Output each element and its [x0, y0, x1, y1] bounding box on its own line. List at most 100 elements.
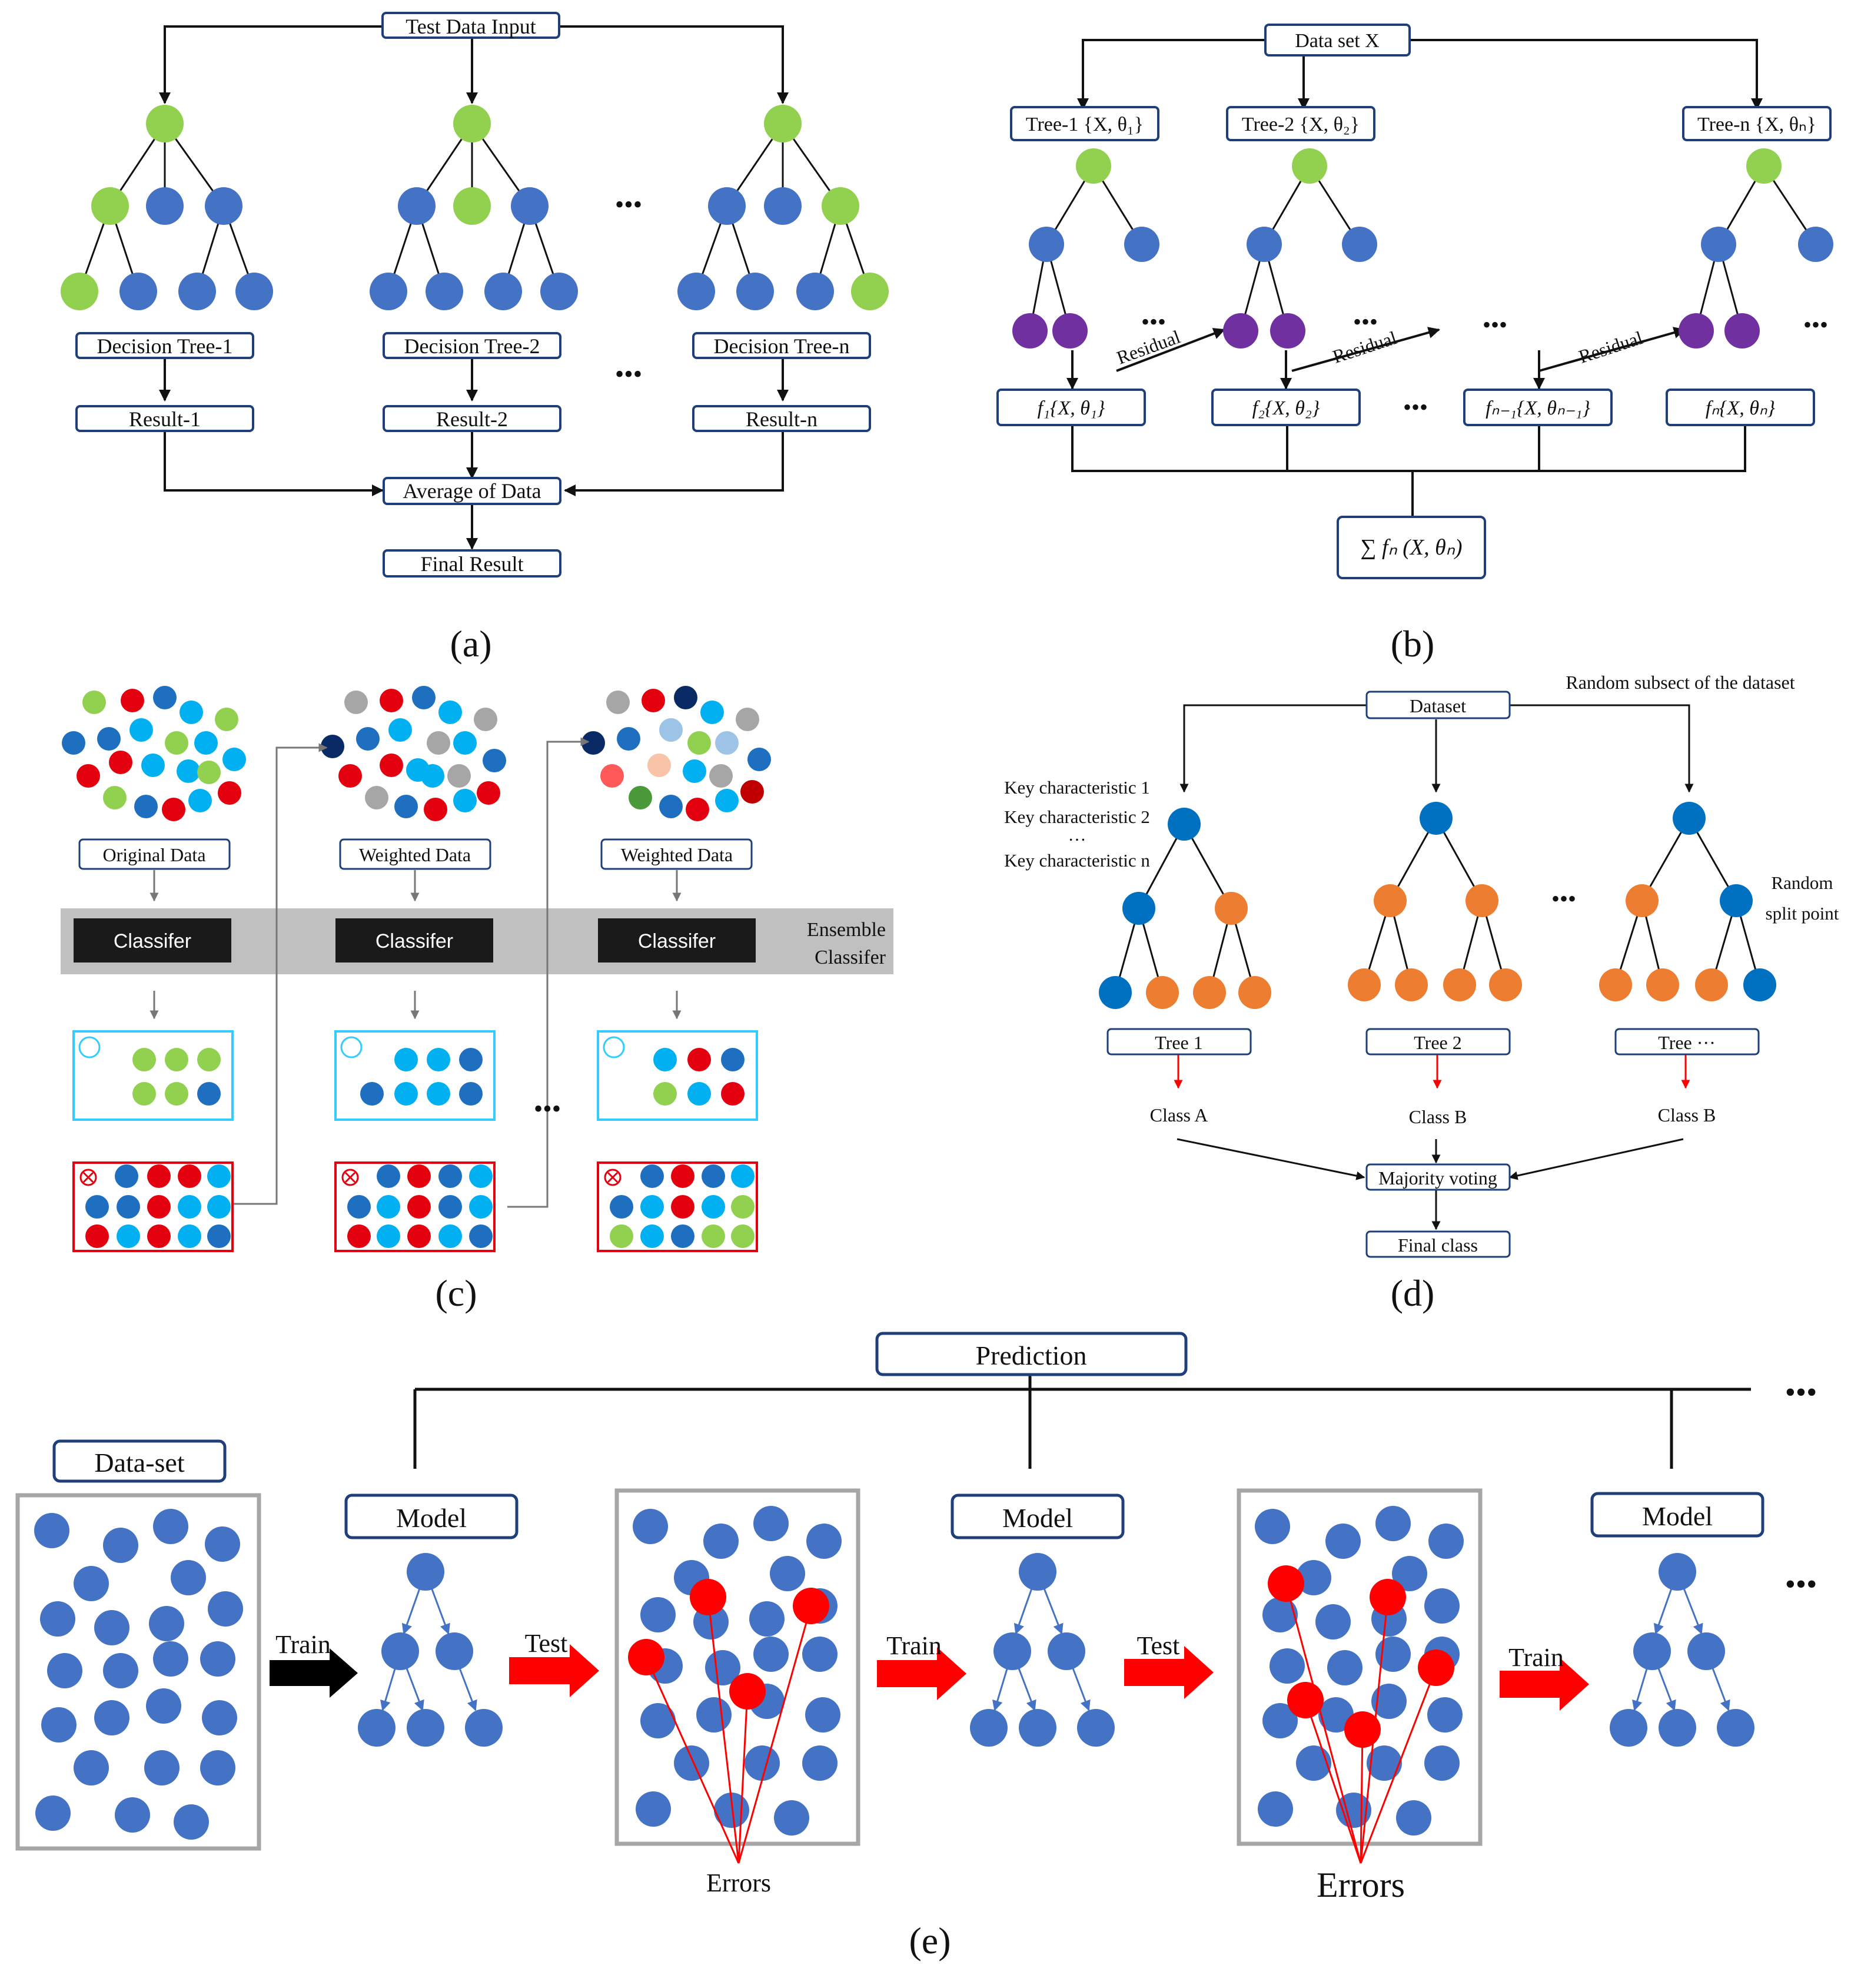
- x-mark-icon: [341, 1169, 359, 1186]
- test-points-2: [1255, 1506, 1464, 1836]
- final-class-label: Final class: [1398, 1234, 1478, 1256]
- model-label-2: Model: [1002, 1503, 1073, 1533]
- tree-n-label-d: Tree ···: [1658, 1032, 1715, 1053]
- majority-voting-label: Majority voting: [1378, 1167, 1497, 1189]
- wrong-set-3: [610, 1164, 755, 1248]
- test-label-2: Test: [1137, 1631, 1180, 1660]
- class-b-label-1: Class B: [1409, 1106, 1467, 1127]
- decision-tree-2-label: Decision Tree-2: [404, 334, 540, 358]
- circle-icon: [340, 1036, 363, 1058]
- tree-n-label: Tree-n {X, θₙ}: [1697, 114, 1816, 135]
- correct-set-3: [653, 1048, 745, 1106]
- panel-b: Data set X Tree-1 {X, θ₁} Tree-2 {X, θ₂}…: [996, 24, 1833, 665]
- result-n-label: Result-n: [746, 407, 818, 431]
- tree-1-label: Tree-1 {X, θ₁}: [1026, 114, 1144, 135]
- test-points-1: [633, 1506, 842, 1836]
- ensemble-label-line2: Classifer: [815, 947, 886, 968]
- sum-fn-label: ∑ fₙ (X, θₙ): [1360, 535, 1462, 560]
- data-set-x-label: Data set X: [1295, 30, 1380, 52]
- caption-c: (c): [435, 1272, 477, 1314]
- key-characteristic-ellipsis: …: [1068, 824, 1086, 845]
- circle-icon: [78, 1036, 101, 1058]
- errors-label-2: Errors: [1317, 1866, 1405, 1904]
- test-label-1: Test: [525, 1629, 568, 1658]
- caption-e: (e): [909, 1920, 951, 1962]
- tree-1-label-d: Tree 1: [1155, 1032, 1202, 1053]
- f2-label: f₂{X, θ₂}: [1252, 397, 1320, 419]
- rf-tree-1: [1099, 808, 1271, 1009]
- test-arrow-1: [509, 1644, 599, 1697]
- weighted-data-label-2: Weighted Data: [621, 844, 733, 865]
- decision-tree-n-label: Decision Tree-n: [714, 334, 850, 358]
- ellipsis-b5: •••: [1403, 394, 1428, 420]
- weighted-data-label-1: Weighted Data: [359, 844, 471, 865]
- caption-b: (b): [1391, 623, 1435, 665]
- wrong-set-2: [347, 1164, 493, 1248]
- x-mark-icon: [604, 1169, 622, 1186]
- decision-tree-1: [61, 105, 273, 310]
- train-arrow-2: [877, 1647, 966, 1700]
- classifier-label-2: Classifer: [375, 930, 453, 952]
- panel-a: Test Data Input Decision Tree-1 Decision…: [61, 12, 889, 665]
- original-data-label: Original Data: [102, 844, 205, 865]
- data-set-label: Data-set: [94, 1448, 184, 1478]
- f1-label: f₁{X, θ₁}: [1038, 397, 1105, 419]
- error-points-2: [1268, 1565, 1454, 1748]
- ellipsis-b4: •••: [1803, 311, 1828, 338]
- final-result-label: Final Result: [420, 552, 523, 576]
- ellipsis-d: •••: [1551, 885, 1576, 912]
- decision-tree-n: [677, 105, 889, 310]
- caption-a: (a): [450, 623, 491, 665]
- ellipsis-e-right: •••: [1785, 1568, 1817, 1601]
- key-characteristic-1: Key characteristic 1: [1004, 777, 1150, 798]
- fn-label: fₙ{X, θₙ}: [1706, 397, 1776, 419]
- ellipsis-c: •••: [534, 1094, 561, 1123]
- classifier-label-3: Classifer: [638, 930, 716, 952]
- error-points-1: [628, 1579, 829, 1710]
- class-b-label-2: Class B: [1658, 1104, 1716, 1126]
- tree-2-label: Tree-2 {X, θ₂}: [1242, 114, 1360, 135]
- classifier-label-1: Classifer: [114, 930, 191, 952]
- key-characteristic-n: Key characteristic n: [1004, 850, 1150, 871]
- key-characteristic-2: Key characteristic 2: [1004, 807, 1150, 827]
- dataset-points: [34, 1509, 243, 1840]
- panel-d: Dataset Random subsect of the dataset Ke…: [1004, 672, 1839, 1314]
- train-label-1: Train: [275, 1630, 331, 1659]
- gb-tree-1: [1012, 148, 1159, 349]
- rf-tree-2: [1348, 802, 1522, 1001]
- decision-tree-1-label: Decision Tree-1: [97, 334, 233, 358]
- wrong-set-1: [85, 1164, 231, 1248]
- gb-tree-n: [1679, 148, 1833, 349]
- residual-label-3: Residual: [1576, 327, 1646, 367]
- circle-icon: [603, 1036, 625, 1058]
- original-data-cluster: [62, 686, 246, 821]
- ellipsis-e-top: •••: [1785, 1376, 1817, 1409]
- prediction-label: Prediction: [975, 1340, 1086, 1370]
- fn-1-label: fₙ₋₁{X, θₙ₋₁}: [1486, 397, 1590, 419]
- result-1-label: Result-1: [129, 407, 201, 431]
- train-arrow-black: [270, 1648, 358, 1698]
- ellipsis-b3: •••: [1483, 311, 1507, 338]
- ellipsis-b2: •••: [1353, 308, 1378, 335]
- ellipsis-b1: •••: [1141, 308, 1166, 335]
- gb-tree-2: [1223, 148, 1377, 349]
- error-lines-1: [645, 1597, 812, 1864]
- decision-tree-2: [370, 105, 578, 310]
- random-split-line1: Random: [1771, 872, 1833, 893]
- weighted-data-cluster-2: [581, 686, 771, 821]
- random-split-line2: split point: [1766, 903, 1839, 924]
- correct-set-1: [132, 1048, 221, 1106]
- test-arrow-2: [1124, 1646, 1214, 1699]
- average-of-data-label: Average of Data: [403, 479, 541, 503]
- train-label-2: Train: [886, 1631, 942, 1660]
- model-label-1: Model: [396, 1503, 467, 1533]
- weighted-data-cluster-1: [321, 686, 506, 821]
- random-subset-label: Random subsect of the dataset: [1566, 672, 1794, 693]
- test-data-input-label: Test Data Input: [406, 15, 536, 38]
- train-label-3: Train: [1508, 1643, 1564, 1672]
- rf-tree-n: [1599, 802, 1776, 1001]
- panel-c: Original Data Weighted Data Weighted Dat…: [61, 686, 893, 1314]
- class-a-label: Class A: [1150, 1104, 1208, 1126]
- train-arrow-3: [1500, 1658, 1589, 1711]
